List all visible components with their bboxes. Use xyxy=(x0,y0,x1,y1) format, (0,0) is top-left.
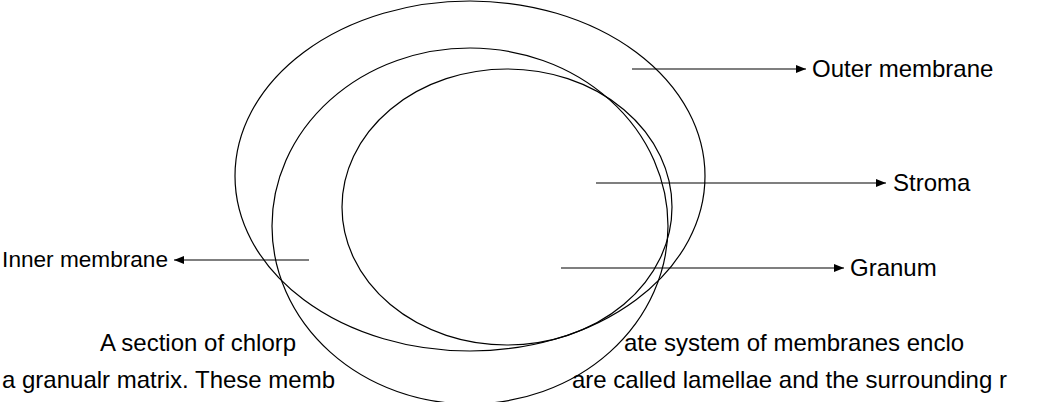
part-label: Outer membrane xyxy=(812,55,993,83)
part-label: Granum xyxy=(850,254,937,282)
leader-line xyxy=(174,259,309,260)
body-text: ate system of membranes enclo xyxy=(624,329,964,357)
outer-ellipse xyxy=(235,1,705,351)
leader-line xyxy=(596,182,886,183)
part-label: Inner membrane xyxy=(2,247,168,273)
body-text: a granualr matrix. These memb xyxy=(2,366,335,394)
part-label: Stroma xyxy=(893,169,970,197)
middle-ellipse xyxy=(272,48,668,402)
leader-line xyxy=(561,267,844,268)
leader-line xyxy=(632,68,806,69)
inner-ellipse xyxy=(342,69,672,345)
body-text: A section of chlorp xyxy=(100,329,296,357)
body-text: are called lamellae and the surrounding … xyxy=(572,366,1007,394)
